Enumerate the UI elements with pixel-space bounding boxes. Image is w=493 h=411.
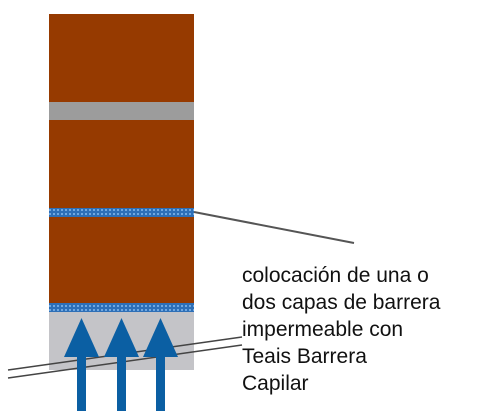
mortar-band [49,102,194,120]
barrier-layer-lower [49,303,194,312]
rising-damp-arrow-1 [64,318,99,411]
rising-damp-arrow-3 [143,318,178,411]
masonry-block-top [49,14,194,102]
masonry-block-lower [49,217,194,303]
rising-damp-arrow-2 [104,318,139,411]
masonry-block-middle [49,120,194,208]
annotation-leader-line [193,211,355,244]
barrier-annotation-text: colocación de una o dos capas de barrera… [242,264,441,395]
barrier-layer-upper [49,208,194,217]
